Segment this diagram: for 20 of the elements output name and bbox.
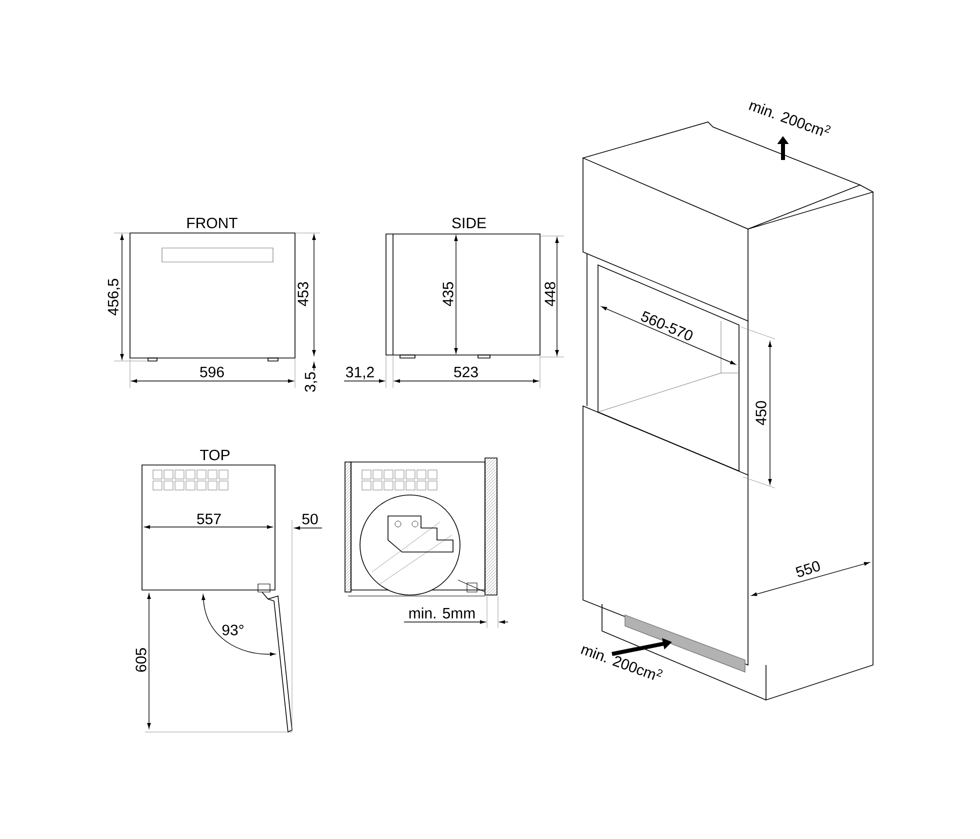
dimension-label: 550 (793, 558, 823, 580)
dimension-label: 453 (296, 280, 310, 308)
view-title: SIDE (452, 218, 486, 228)
dimension-label: 605 (134, 646, 148, 674)
dimension-label: 557 (196, 512, 223, 526)
airflow-label: min. 200cm$^{2}$ (748, 102, 831, 136)
angle-label: 93° (220, 624, 246, 636)
dimension-label: 456,5 (106, 277, 122, 317)
view-title: FRONT (187, 218, 238, 228)
dimension-label: min. 5mm (407, 606, 477, 620)
dimension-label: 596 (198, 366, 226, 378)
dimension-label: 435 (442, 280, 454, 308)
dimension-label: 31,2 (344, 366, 376, 380)
dimension-label: 448 (544, 280, 556, 308)
dimension-label: 450 (754, 400, 768, 427)
dimension-label: 523 (452, 366, 480, 378)
view-title: TOP (200, 450, 230, 460)
dimension-label: 50 (300, 512, 320, 526)
airflow-label: min. 200cm$^{2}$ (580, 646, 663, 680)
dimension-label: 3,5 (304, 370, 318, 394)
